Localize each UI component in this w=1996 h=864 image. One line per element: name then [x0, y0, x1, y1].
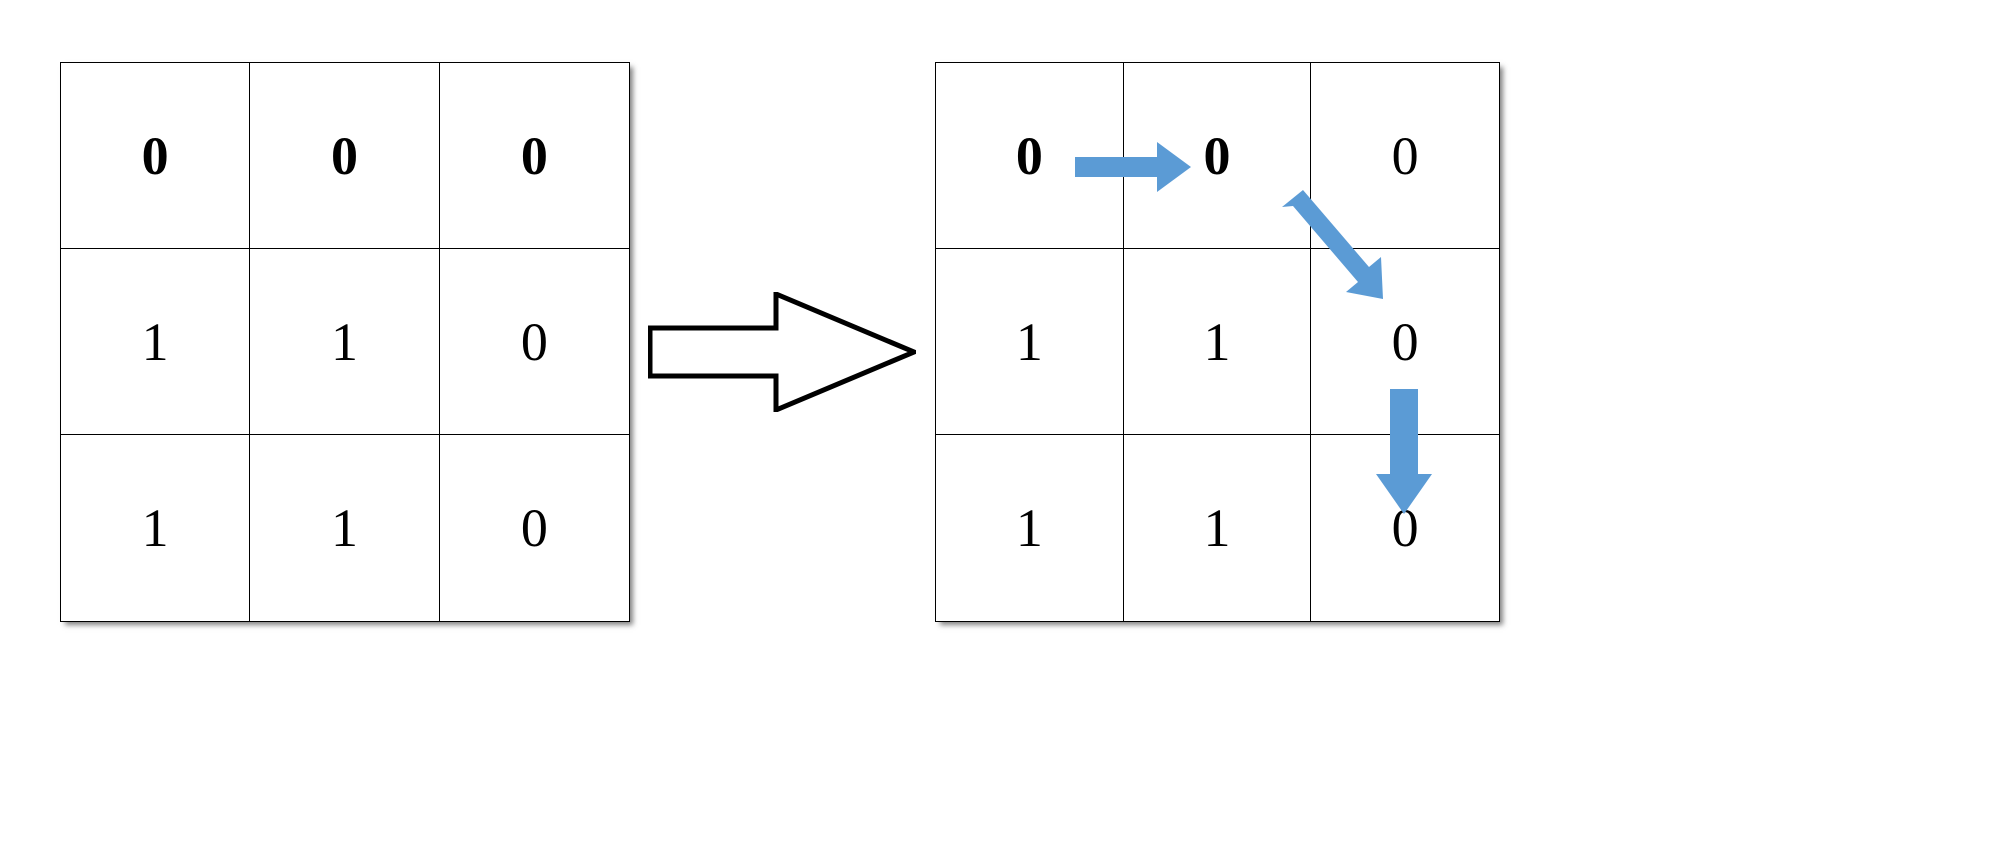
cell-value: 1: [141, 498, 169, 558]
input-cell-r0c0: 0: [61, 63, 251, 249]
cell-value: 1: [141, 311, 169, 372]
input-cell-r2c0: 1: [61, 435, 251, 621]
input-cell-r0c1: 0: [250, 63, 440, 249]
output-cell-r2c0: 1: [936, 435, 1124, 621]
cell-value: 0: [1391, 498, 1419, 558]
input-cell-r0c2: 0: [439, 63, 629, 249]
cell-value: 0: [1391, 311, 1419, 372]
output-cell-r1c2: 0: [1311, 249, 1499, 435]
output-cell-r0c1: 0: [1123, 63, 1312, 249]
cell-value: 1: [1015, 498, 1043, 558]
cell-value: 1: [330, 498, 358, 558]
output-cell-r1c0: 1: [936, 249, 1124, 435]
cell-value: 0: [520, 125, 548, 186]
cell-value: 1: [1203, 498, 1231, 558]
input-cell-r1c1: 1: [250, 249, 440, 435]
cell-value: 0: [520, 498, 548, 558]
output-cell-r2c2: 0: [1311, 435, 1499, 621]
output-cell-r0c2: 0: [1311, 63, 1499, 249]
input-cell-r2c1: 1: [250, 435, 440, 621]
cell-value: 0: [330, 125, 358, 186]
cell-value: 0: [1203, 125, 1231, 186]
output-grid: 0 0 0 1 1 0 1 1 0: [935, 62, 1500, 622]
output-cell-r0c0: 0: [936, 63, 1124, 249]
transition-arrow: [648, 292, 916, 412]
input-grid: 0 0 0 1 1 0 1 1 0: [60, 62, 630, 622]
transition-arrow-shape: [648, 292, 916, 412]
output-cell-r1c1: 1: [1123, 249, 1312, 435]
input-cell-r1c2: 0: [439, 249, 629, 435]
cell-value: 1: [1203, 311, 1231, 372]
cell-value: 1: [330, 311, 358, 372]
cell-value: 0: [141, 125, 169, 186]
output-cell-r2c1: 1: [1124, 435, 1312, 621]
cell-value: 0: [1391, 125, 1419, 186]
input-cell-r1c0: 1: [61, 249, 251, 435]
input-cell-r2c2: 0: [440, 435, 629, 621]
cell-value: 0: [520, 311, 548, 372]
cell-value: 1: [1015, 311, 1043, 372]
cell-value: 0: [1015, 125, 1043, 186]
